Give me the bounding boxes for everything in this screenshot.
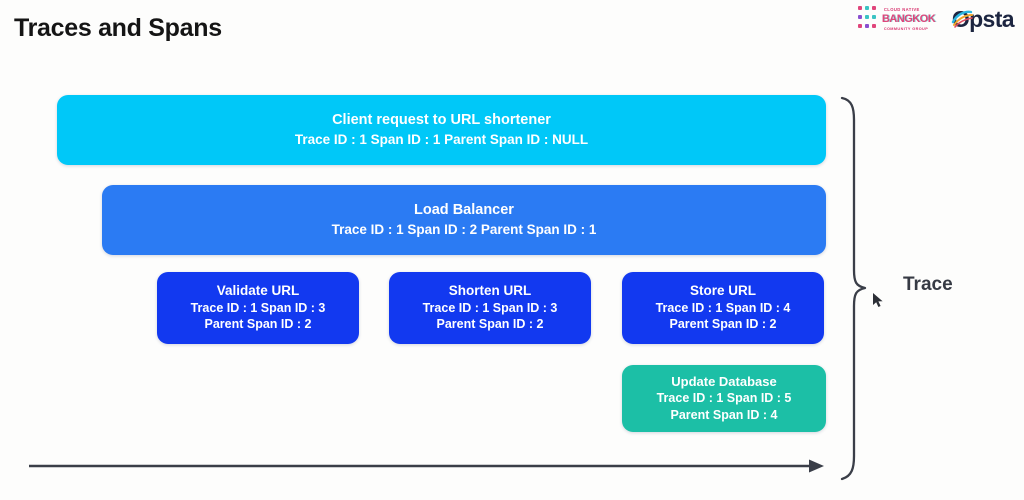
mouse-cursor-icon	[873, 293, 883, 307]
span-meta-line1: Trace ID : 1 Span ID : 3	[422, 301, 558, 316]
span-box-store-url[interactable]: Store URL Trace ID : 1 Span ID : 4 Paren…	[622, 272, 824, 344]
trace-label: Trace	[903, 274, 953, 295]
span-box-validate-url[interactable]: Validate URL Trace ID : 1 Span ID : 3 Pa…	[157, 272, 359, 344]
community-logo-name: BANGKOK	[881, 13, 936, 25]
page-title: Traces and Spans	[14, 14, 222, 42]
trace-brace-icon	[840, 96, 867, 481]
span-title: Load Balancer	[414, 202, 514, 219]
opsta-logo: Opsta	[951, 4, 1015, 34]
cloud-native-community-group-logo: CLOUD NATIVE BANGKOK COMMUNITY GROUP	[857, 5, 942, 33]
span-title: Shorten URL	[448, 283, 532, 299]
span-meta-line1: Trace ID : 1 Span ID : 5	[656, 391, 792, 406]
community-logo-line1: CLOUD NATIVE	[883, 7, 920, 12]
logo-bar: CLOUD NATIVE BANGKOK COMMUNITY GROUP Ops…	[857, 4, 1015, 34]
span-meta-line2: Parent Span ID : 4	[670, 407, 778, 422]
pixel-dots-icon	[857, 6, 880, 32]
timeline-arrow-icon	[29, 459, 824, 473]
span-title: Client request to URL shortener	[332, 112, 551, 129]
span-box-shorten-url[interactable]: Shorten URL Trace ID : 1 Span ID : 3 Par…	[389, 272, 591, 344]
span-box-load-balancer[interactable]: Load Balancer Trace ID : 1 Span ID : 2 P…	[102, 185, 826, 255]
span-meta-line1: Trace ID : 1 Span ID : 4	[655, 301, 791, 316]
span-title: Store URL	[689, 283, 756, 299]
span-meta: Trace ID : 1 Span ID : 1 Parent Span ID …	[294, 132, 589, 148]
span-box-client-request[interactable]: Client request to URL shortener Trace ID…	[57, 95, 826, 165]
span-meta-line2: Parent Span ID : 2	[204, 317, 312, 332]
community-logo-line3: COMMUNITY GROUP	[883, 27, 929, 31]
span-title: Update Database	[671, 374, 777, 390]
span-meta-line2: Parent Span ID : 2	[436, 317, 544, 332]
opsta-swirl-icon	[951, 10, 973, 28]
span-title: Validate URL	[216, 283, 300, 299]
span-meta: Trace ID : 1 Span ID : 2 Parent Span ID …	[331, 222, 597, 238]
span-meta-line2: Parent Span ID : 2	[669, 317, 777, 332]
opsta-wordmark: Opsta	[951, 5, 1015, 32]
span-box-update-database[interactable]: Update Database Trace ID : 1 Span ID : 5…	[622, 365, 826, 432]
span-meta-line1: Trace ID : 1 Span ID : 3	[190, 301, 326, 316]
